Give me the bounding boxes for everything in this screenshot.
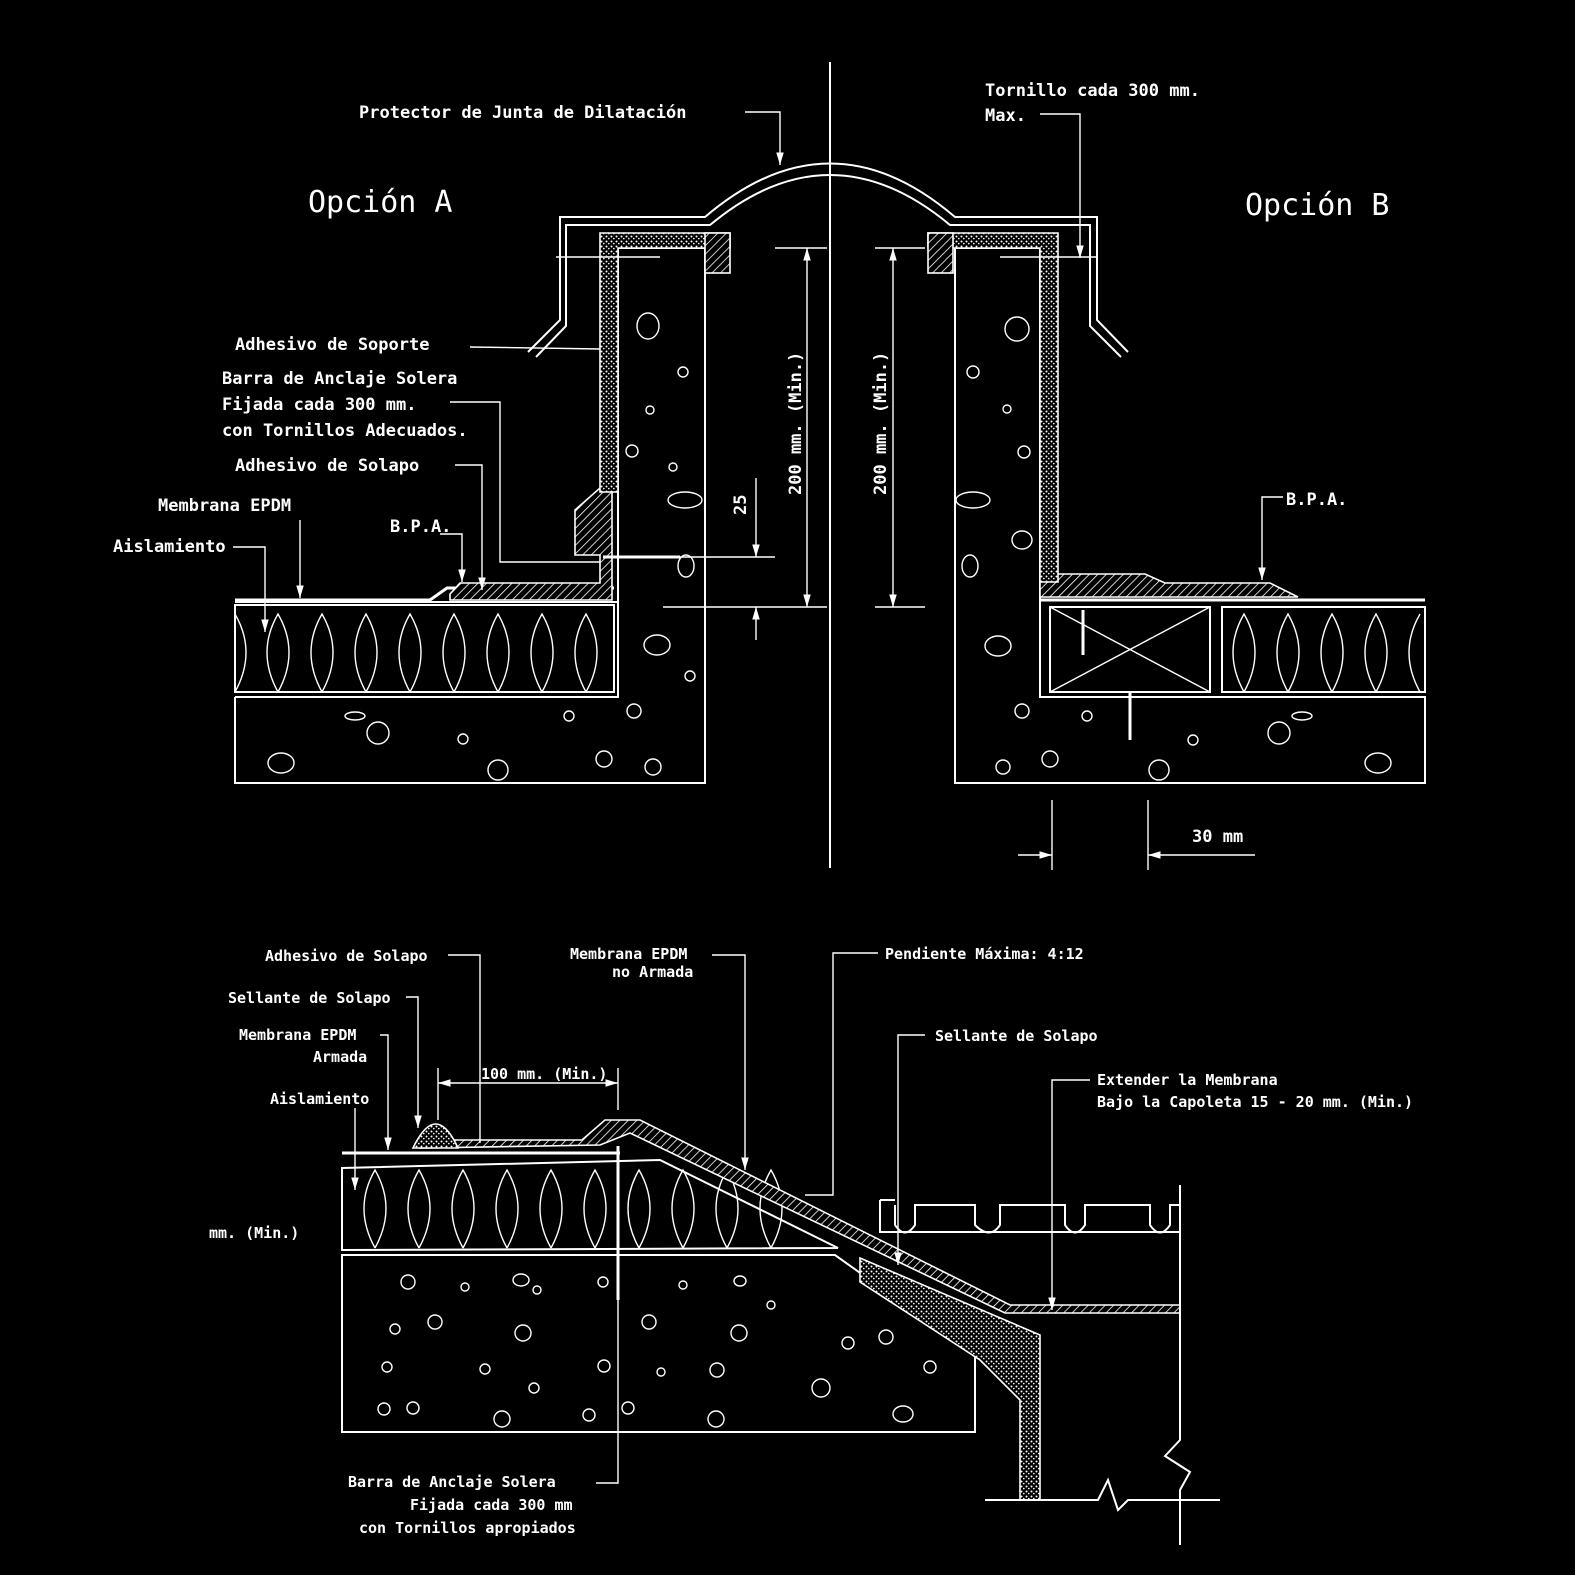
bpa-b-label: B.P.A. [1286,490,1347,510]
b-aislamiento-label: Aislamiento [270,1090,369,1108]
concrete-aggregate [267,312,1392,781]
adhesivo-solapo-label: Adhesivo de Solapo [235,456,419,476]
b-pendiente-label: Pendiente Máxima: 4:12 [885,945,1084,963]
b-membrana-armada-label-2: Armada [313,1048,367,1066]
bottom-gutter-edge [879,1199,1180,1233]
top-section: Opción A Opción B Protector de Junta de … [113,62,1426,870]
left-insulation [234,604,615,693]
right-wood-nailer [1049,606,1211,693]
b-extender-label-1: Extender la Membrana [1097,1071,1278,1089]
left-insulation-scallops [234,612,598,693]
right-cap-end [927,232,954,274]
bottom-deck-slab [341,1254,976,1433]
dim-30-label: 30 mm [1192,827,1243,847]
bottom-insulation [341,1158,839,1252]
top-leaders [233,111,1283,632]
bottom-sealant-bead [411,1123,460,1149]
b-dim-100-label: 100 mm. (Min.) [481,1065,607,1083]
left-flashing-hatch [449,487,613,601]
right-insulation [1221,606,1426,693]
right-vertical-membrane [927,232,1059,583]
barra-label-2: Fijada cada 300 mm. [222,395,416,415]
b-mm-min-label: mm. (Min.) [209,1224,299,1242]
expansion-joint-cover [527,162,1129,353]
b-membrana-no-armada-label-2: no Armada [612,963,693,981]
b-barra-label-1: Barra de Anclaje Solera [348,1473,556,1491]
bottom-leaders [351,952,1090,1484]
right-insulation-scallops [1232,612,1421,693]
left-concrete-block [234,247,706,784]
b-membrana-armada-label-1: Membrana EPDM [239,1026,356,1044]
aislamiento-label: Aislamiento [113,537,226,557]
tornillo-max-label: Max. [985,106,1026,126]
bottom-right-wall [1163,1185,1192,1545]
bottom-ground-line [985,1477,1220,1512]
bottom-dimension-100 [437,1068,619,1120]
dim-25-label: 25 [731,495,751,515]
b-sellante-solapo-left-label: Sellante de Solapo [228,989,391,1007]
right-flashing-hatch [1039,573,1299,598]
bpa-a-label: B.P.A. [390,517,451,537]
adhesivo-soporte-label: Adhesivo de Soporte [235,335,429,355]
b-extender-label-2: Bajo la Capoleta 15 - 20 mm. (Min.) [1097,1093,1413,1111]
b-barra-label-2: Fijada cada 300 mm [410,1496,573,1514]
barra-label-3: con Tornillos Adecuados. [222,421,468,441]
tornillo-label: Tornillo cada 300 mm. [985,81,1200,101]
b-sellante-solapo-right-label: Sellante de Solapo [935,1027,1098,1045]
bottom-parapet-block [859,1256,1041,1501]
dim-200-b-label: 200 mm. (Min.) [871,352,891,495]
barra-label-1: Barra de Anclaje Solera [222,369,457,389]
bottom-gutter-profile [894,1204,1180,1234]
bottom-insulation-scallops [363,1168,783,1249]
membrana-label: Membrana EPDM [158,496,291,516]
bottom-concrete-aggregate [377,1273,937,1428]
option-a-label: Opción A [308,185,453,220]
b-membrana-no-armada-label-1: Membrana EPDM [570,945,687,963]
protector-label: Protector de Junta de Dilatación [359,103,687,123]
top-dimensions [663,247,1255,870]
dim-200-a-label: 200 mm. (Min.) [786,352,806,495]
right-concrete-block [954,247,1426,784]
b-adhesivo-solapo-label: Adhesivo de Solapo [265,947,428,965]
bottom-section: Adhesivo de Solapo Sellante de Solapo Me… [209,945,1413,1545]
b-barra-label-3: con Tornillos apropiados [359,1519,576,1537]
left-cap-end [704,232,731,274]
option-b-label: Opción B [1245,188,1390,223]
expansion-joint-cover-inner [535,174,1122,358]
